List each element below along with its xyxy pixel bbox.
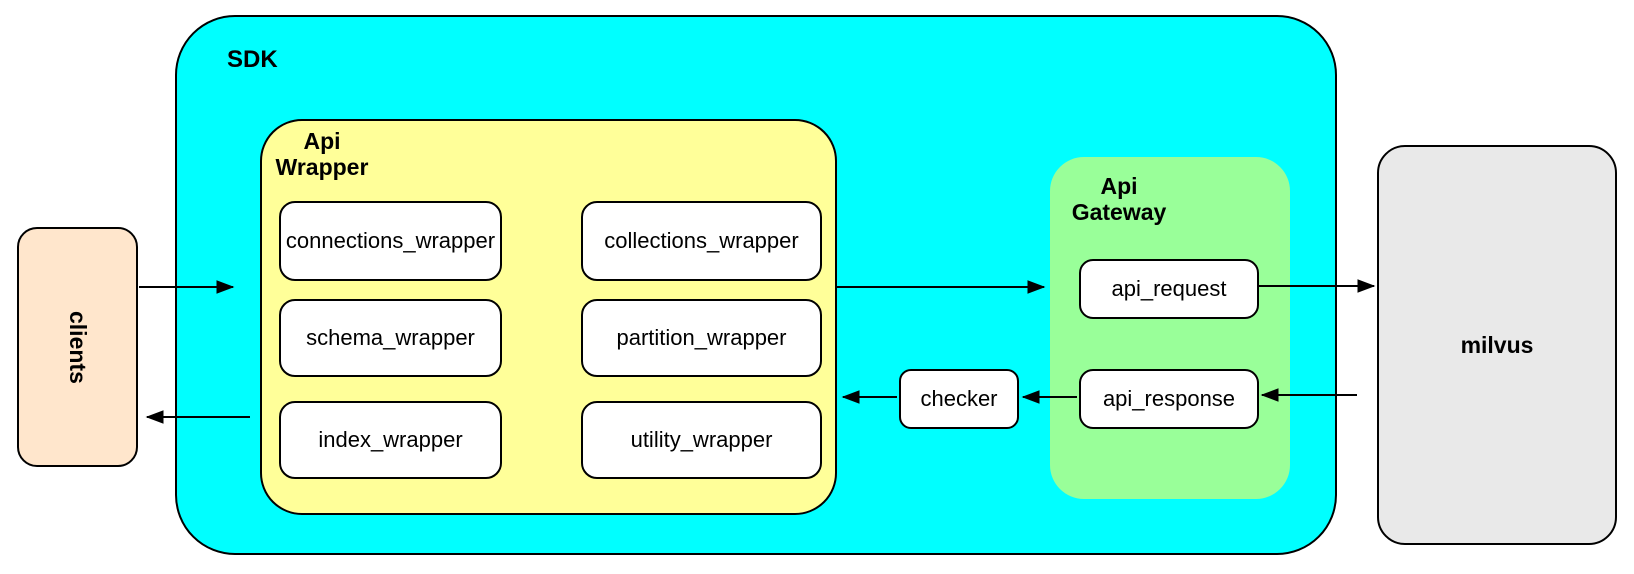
collections-wrapper-node: collections_wrapper	[581, 201, 822, 281]
api-response-node: api_response	[1079, 369, 1259, 429]
partition-wrapper-node: partition_wrapper	[581, 299, 822, 377]
milvus-label: milvus	[1460, 331, 1534, 358]
api-gateway-container: Api Gateway api_request api_response	[1050, 157, 1290, 499]
api-wrapper-container: Api Wrapper connections_wrapper collecti…	[260, 119, 837, 515]
clients-node: clients	[17, 227, 138, 467]
sdk-container: SDK Api Wrapper connections_wrapper coll…	[175, 15, 1337, 555]
sdk-label: SDK	[227, 46, 278, 73]
checker-node: checker	[899, 369, 1019, 429]
api-request-node: api_request	[1079, 259, 1259, 319]
milvus-node: milvus	[1377, 145, 1617, 545]
connections-wrapper-node: connections_wrapper	[279, 201, 502, 281]
clients-label: clients	[65, 310, 91, 384]
api-gateway-label: Api Gateway	[1071, 173, 1167, 225]
api-wrapper-label: Api Wrapper	[275, 128, 369, 180]
utility-wrapper-node: utility_wrapper	[581, 401, 822, 479]
index-wrapper-node: index_wrapper	[279, 401, 502, 479]
schema-wrapper-node: schema_wrapper	[279, 299, 502, 377]
